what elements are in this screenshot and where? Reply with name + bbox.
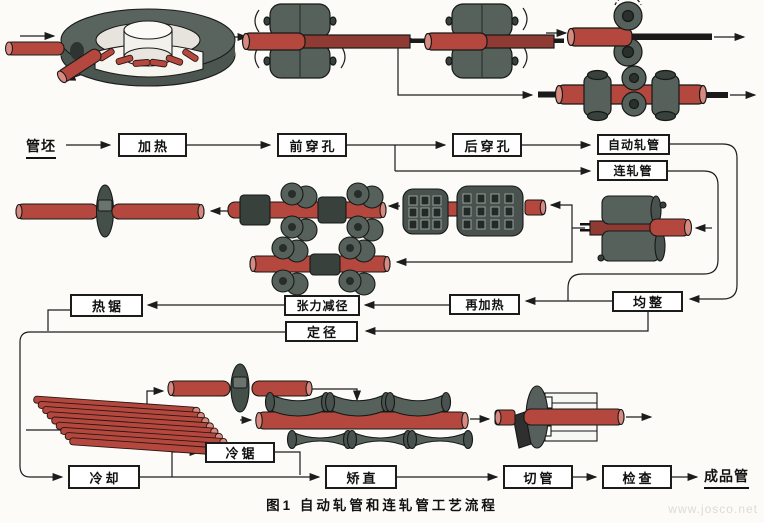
tension-reducer-illustration xyxy=(227,182,387,242)
automatic-mill-illustration xyxy=(566,0,712,67)
flow-start-label: 管坯 xyxy=(26,136,56,159)
figure-caption: 图1 自动轧管和连轧管工艺流程 xyxy=(266,498,498,513)
flow-arrows xyxy=(20,28,757,435)
flow-box-auto-pipe-rolling: 自动轧管 xyxy=(597,134,670,155)
flow-box-rear-piercing: 后穿孔 xyxy=(452,133,522,157)
flow-box-reheating: 再加热 xyxy=(449,294,520,315)
flow-box-hot-saw: 热锯 xyxy=(70,294,143,317)
flow-box-continuous-pipe-rolling: 连轧管 xyxy=(597,160,668,181)
flow-box-pipe-cutting: 切管 xyxy=(503,465,573,489)
pipe-cutter-illustration xyxy=(494,385,625,449)
watermark: www.josco.net xyxy=(668,502,758,516)
flow-box-cold-saw: 冷锯 xyxy=(205,442,275,463)
sizing-mill-illustration xyxy=(249,236,391,296)
cold-saw-illustration xyxy=(167,363,313,413)
flow-connectors xyxy=(19,140,738,482)
cooling-bed-illustration xyxy=(33,395,237,457)
flow-box-front-piercing: 前穿孔 xyxy=(277,133,347,157)
flow-box-straightening: 矫直 xyxy=(325,465,397,489)
ring-furnace-illustration xyxy=(4,8,236,87)
flow-box-cooling: 冷却 xyxy=(68,465,140,489)
flow-end-label: 成品管 xyxy=(704,466,749,489)
flow-box-inspection: 检查 xyxy=(602,465,672,489)
piercing-mill-1-illustration xyxy=(241,3,424,79)
flow-box-heating: 加热 xyxy=(118,133,187,157)
reheat-furnace-illustration xyxy=(402,185,547,237)
flow-box-sizing: 定径 xyxy=(285,321,358,342)
piercing-mill-2-illustration xyxy=(423,3,564,79)
reeling-machine-illustration xyxy=(580,195,693,262)
flow-box-reeling: 均整 xyxy=(612,291,683,312)
flow-box-tension-reducing: 张力减径 xyxy=(284,295,360,316)
hot-saw-illustration xyxy=(15,184,205,238)
straightener-illustration xyxy=(255,391,474,450)
continuous-mill-illustration xyxy=(538,65,728,122)
